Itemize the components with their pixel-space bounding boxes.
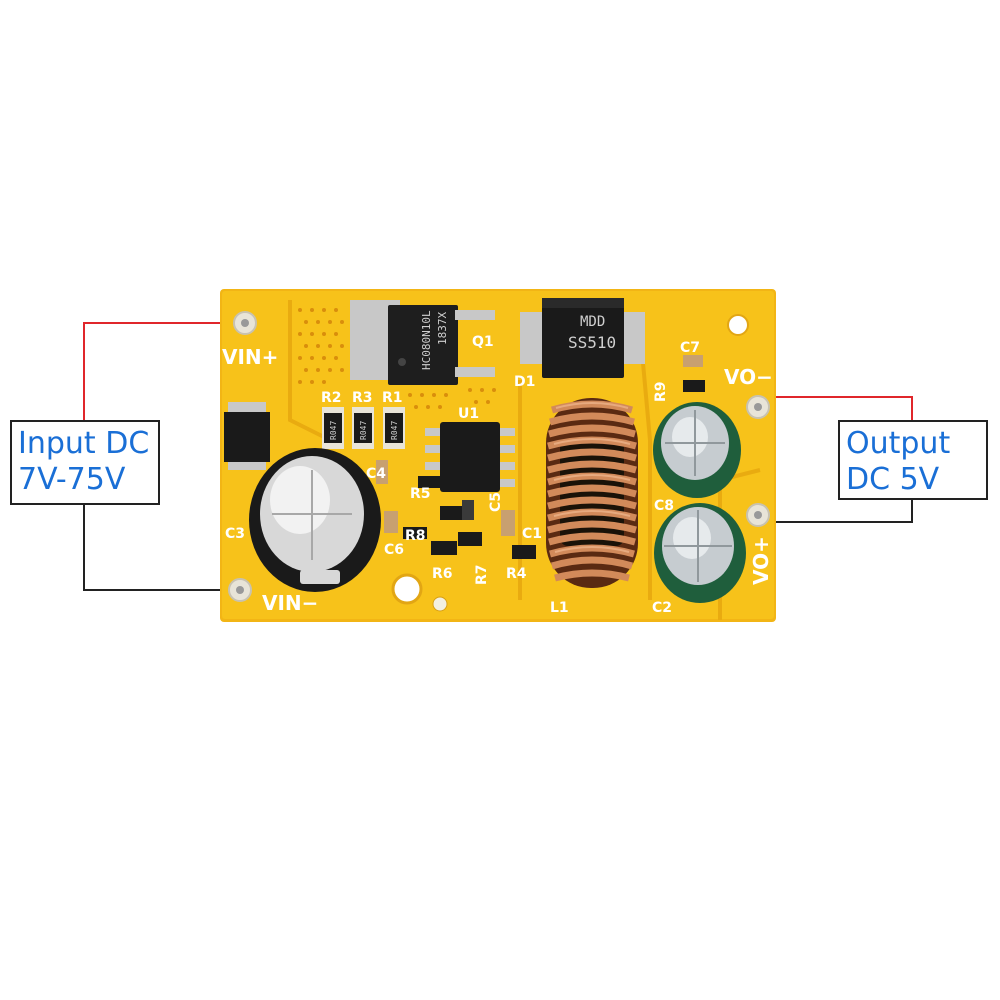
- diode-marking-line1: MDD: [580, 314, 605, 330]
- input-callout-line2: 7V-75V: [18, 462, 126, 497]
- ic-u1: [425, 422, 515, 492]
- silk-c6: C6: [384, 542, 404, 558]
- diode-d1: MDD SS510: [520, 298, 645, 378]
- silk-r9: R9: [653, 381, 669, 402]
- silk-c8: C8: [654, 498, 674, 514]
- resistor-r3-marking: R047: [359, 421, 368, 440]
- mosfet-marking-line2: 1837X: [436, 312, 449, 345]
- output-callout: Output DC 5V: [838, 420, 988, 500]
- output-callout-line1: Output: [846, 426, 951, 461]
- silk-r8: R8: [405, 528, 426, 544]
- output-callout-line2: DC 5V: [846, 462, 940, 497]
- capacitor-c8: [653, 402, 741, 498]
- silk-vin-plus: VIN+: [222, 345, 278, 369]
- silk-l1: L1: [550, 600, 569, 616]
- input-diode: [224, 402, 270, 470]
- silk-vo-minus: VO−: [724, 365, 773, 389]
- mosfet-q1: HC080N10L 1837X: [350, 300, 495, 385]
- input-positive-wire: [83, 322, 245, 420]
- input-callout-line1: Input DC: [18, 426, 150, 461]
- capacitor-c2: [654, 503, 746, 603]
- silk-d1: D1: [514, 374, 535, 390]
- silk-c5: C5: [488, 492, 504, 512]
- inductor-l1: [546, 398, 638, 588]
- input-negative-wire: [83, 505, 240, 591]
- mount-hole-bottom: [391, 573, 423, 605]
- silk-r4: R4: [506, 566, 527, 582]
- silk-c7: C7: [680, 340, 700, 356]
- silk-u1: U1: [458, 406, 479, 422]
- resistor-r1: R047: [383, 407, 405, 449]
- smd-parts: [376, 355, 705, 559]
- capacitor-c3: [249, 448, 381, 592]
- terminal-vo-plus: [746, 503, 770, 527]
- silk-c1: C1: [522, 526, 542, 542]
- input-callout: Input DC 7V-75V: [10, 420, 160, 505]
- terminal-vin-minus: [228, 578, 252, 602]
- resistor-r3: R047: [352, 407, 374, 449]
- silk-r7: R7: [474, 564, 490, 585]
- silk-r1: R1: [382, 390, 403, 406]
- silk-r5: R5: [410, 486, 431, 502]
- resistor-r1-marking: R047: [390, 421, 399, 440]
- silk-c3: C3: [225, 526, 245, 542]
- silk-vo-plus: VO+: [749, 536, 773, 585]
- output-negative-wire: [758, 396, 913, 420]
- resistor-r2-marking: R047: [329, 421, 338, 440]
- silk-c4: C4: [366, 466, 386, 482]
- silk-vin-minus: VIN−: [262, 591, 318, 615]
- silk-c2: C2: [652, 600, 672, 616]
- diode-marking-line2: SS510: [568, 333, 616, 352]
- resistor-r2: R047: [322, 407, 344, 449]
- mosfet-marking-line1: HC080N10L: [420, 310, 433, 370]
- silk-r6: R6: [432, 566, 453, 582]
- silk-r2: R2: [321, 390, 342, 406]
- terminal-vo-minus: [746, 395, 770, 419]
- silk-r3: R3: [352, 390, 373, 406]
- output-positive-wire: [758, 500, 913, 523]
- mount-hole-top-right: [727, 314, 749, 336]
- terminal-vin-plus: [233, 311, 257, 335]
- silk-q1: Q1: [472, 334, 494, 350]
- via-grid: [298, 308, 496, 409]
